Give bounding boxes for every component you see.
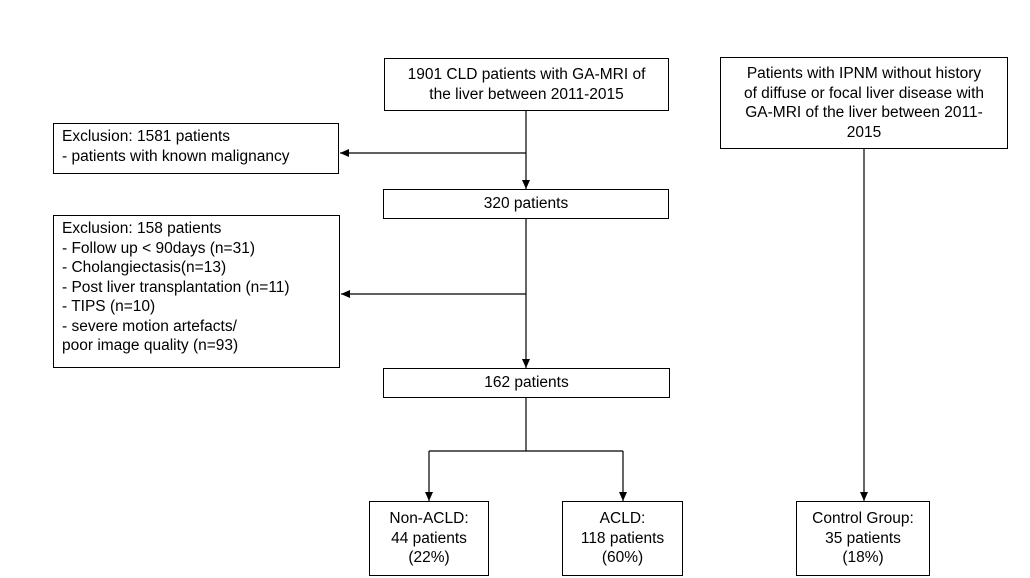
exclusion1-line-2: - patients with known malignancy [62,147,290,165]
control-source-line-4: 2015 [846,123,882,141]
control-box: Control Group: 35 patients (18%) [796,501,930,576]
mid-line-1: 320 patients [483,195,569,213]
non-acld-line-2: 44 patients [391,529,467,547]
start-line-1: 1901 CLD patients with GA-MRI of [407,66,646,83]
start-line-2: the liver between 2011-2015 [429,85,624,103]
non-acld-line-3: (22%) [408,549,450,567]
control-source-line-3: GA-MRI of the liver between 2011- [745,104,983,121]
exclusion2-line-4: - Post liver transplantation (n=11) [62,278,290,296]
control-line-3: (18%) [842,549,884,567]
control-source-line-1: Patients with IPNM without history [746,65,982,82]
control-line-1: Control Group: [812,510,914,528]
non-acld-box: Non-ACLD: 44 patients (22%) [369,501,489,576]
start-box: 1901 CLD patients with GA-MRI of the liv… [384,58,669,111]
exclusion2-box: Exclusion: 158 patients - Follow up < 90… [53,215,340,368]
acld-line-3: (60%) [601,549,644,567]
exclusion2-line-2: - Follow up < 90days (n=31) [62,239,255,257]
exclusion1-line-1: Exclusion: 1581 patients [62,128,231,145]
exclusion1-box: Exclusion: 1581 patients - patients with… [53,123,339,174]
acld-line-2: 118 patients [580,529,665,547]
exclusion2-line-1: Exclusion: 158 patients [62,220,222,237]
exclusion2-line-3: - Cholangiectasis(n=13) [62,259,227,276]
control-source-box: Patients with IPNM without history of di… [720,57,1008,149]
acld-line-1: ACLD: [599,510,646,528]
non-acld-line-1: Non-ACLD: [389,510,469,528]
exclusion2-line-5: - TIPS (n=10) [62,298,156,315]
mid-box: 320 patients [383,189,669,219]
exclusion2-line-7: poor image quality (n=93) [62,337,239,354]
control-source-line-2: of diffuse or focal liver disease with [743,84,985,102]
final-line-1: 162 patients [484,374,569,392]
exclusion2-line-6: - severe motion artefacts/ [62,317,237,335]
final-box: 162 patients [383,368,670,398]
control-line-2: 35 patients [825,529,901,547]
acld-box: ACLD: 118 patients (60%) [562,501,683,576]
